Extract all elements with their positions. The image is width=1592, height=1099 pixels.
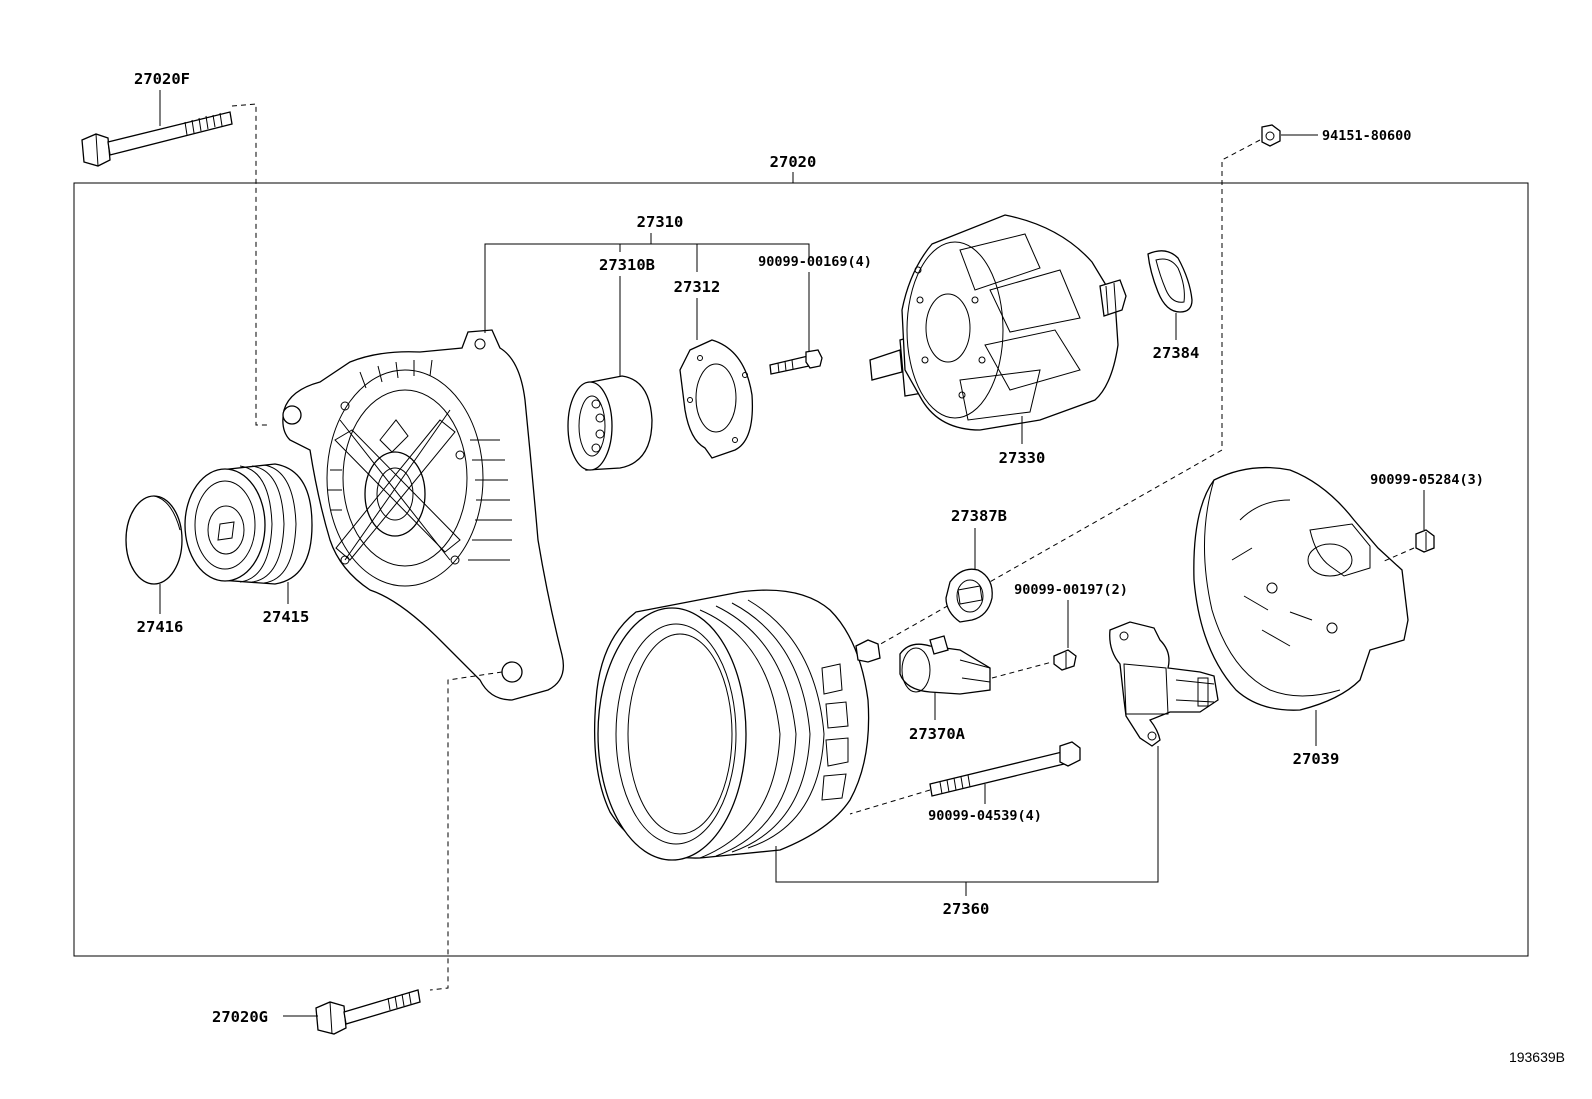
assembly-label[interactable]: 27020 bbox=[770, 153, 817, 171]
label-27370A[interactable]: 27370A bbox=[909, 725, 966, 743]
rear-cover-27039[interactable] bbox=[1193, 466, 1409, 711]
label-27020G[interactable]: 27020G bbox=[212, 1008, 268, 1026]
cover-cap-27416[interactable] bbox=[125, 495, 183, 585]
rotor-27330[interactable] bbox=[869, 214, 1127, 431]
pulley-27415[interactable] bbox=[184, 463, 313, 585]
label-27384[interactable]: 27384 bbox=[1153, 344, 1200, 362]
terminal-insulator-27387B[interactable] bbox=[945, 568, 993, 623]
stator-frame-27360[interactable] bbox=[594, 589, 881, 861]
label-90099-04539[interactable]: 90099-04539(4) bbox=[928, 808, 1042, 824]
label-27039[interactable]: 27039 bbox=[1293, 750, 1340, 768]
bearing-27310B[interactable] bbox=[567, 375, 653, 471]
label-27312[interactable]: 27312 bbox=[674, 278, 721, 296]
leader-27310-bracket bbox=[484, 243, 810, 333]
regulator[interactable] bbox=[1109, 621, 1219, 747]
label-90099-00169[interactable]: 90099-00169(4) bbox=[758, 254, 872, 270]
drive-end-frame[interactable] bbox=[282, 329, 565, 701]
assembly-boundary-box bbox=[73, 182, 1529, 957]
dash-94151 bbox=[869, 139, 1261, 651]
diagram-reference-number: 193639B bbox=[1509, 1049, 1565, 1065]
bolt-27020F[interactable] bbox=[81, 111, 233, 167]
dash-04539 bbox=[849, 789, 931, 815]
dash-27020F bbox=[231, 103, 270, 426]
label-27416[interactable]: 27416 bbox=[137, 618, 184, 636]
dash-27370A bbox=[991, 661, 1053, 679]
label-27310[interactable]: 27310 bbox=[637, 213, 684, 231]
bolt-27020G[interactable] bbox=[315, 989, 421, 1035]
label-27330[interactable]: 27330 bbox=[999, 449, 1046, 467]
nut-94151-80600[interactable] bbox=[1261, 124, 1281, 147]
nut-90099-05284[interactable] bbox=[1415, 529, 1435, 553]
label-90099-00197[interactable]: 90099-00197(2) bbox=[1014, 582, 1128, 598]
label-27415[interactable]: 27415 bbox=[263, 608, 310, 626]
label-27020F[interactable]: 27020F bbox=[134, 70, 190, 88]
dash-05284 bbox=[1381, 547, 1415, 563]
brush-holder-27370A[interactable] bbox=[899, 635, 991, 695]
through-bolt-90099-04539[interactable] bbox=[929, 741, 1081, 797]
label-27310B[interactable]: 27310B bbox=[599, 256, 655, 274]
label-27360[interactable]: 27360 bbox=[943, 900, 990, 918]
screw-90099-00169[interactable] bbox=[769, 349, 823, 375]
label-90099-05284[interactable]: 90099-05284(3) bbox=[1370, 472, 1484, 488]
leader-27360-bracket bbox=[775, 746, 1159, 883]
label-94151-80600[interactable]: 94151-80600 bbox=[1322, 128, 1411, 144]
label-27387B[interactable]: 27387B bbox=[951, 507, 1007, 525]
insulator-27384[interactable] bbox=[1147, 250, 1193, 313]
screw-90099-00197[interactable] bbox=[1053, 649, 1077, 671]
retainer-plate-27312[interactable] bbox=[679, 339, 754, 459]
dash-27020G bbox=[429, 671, 503, 991]
